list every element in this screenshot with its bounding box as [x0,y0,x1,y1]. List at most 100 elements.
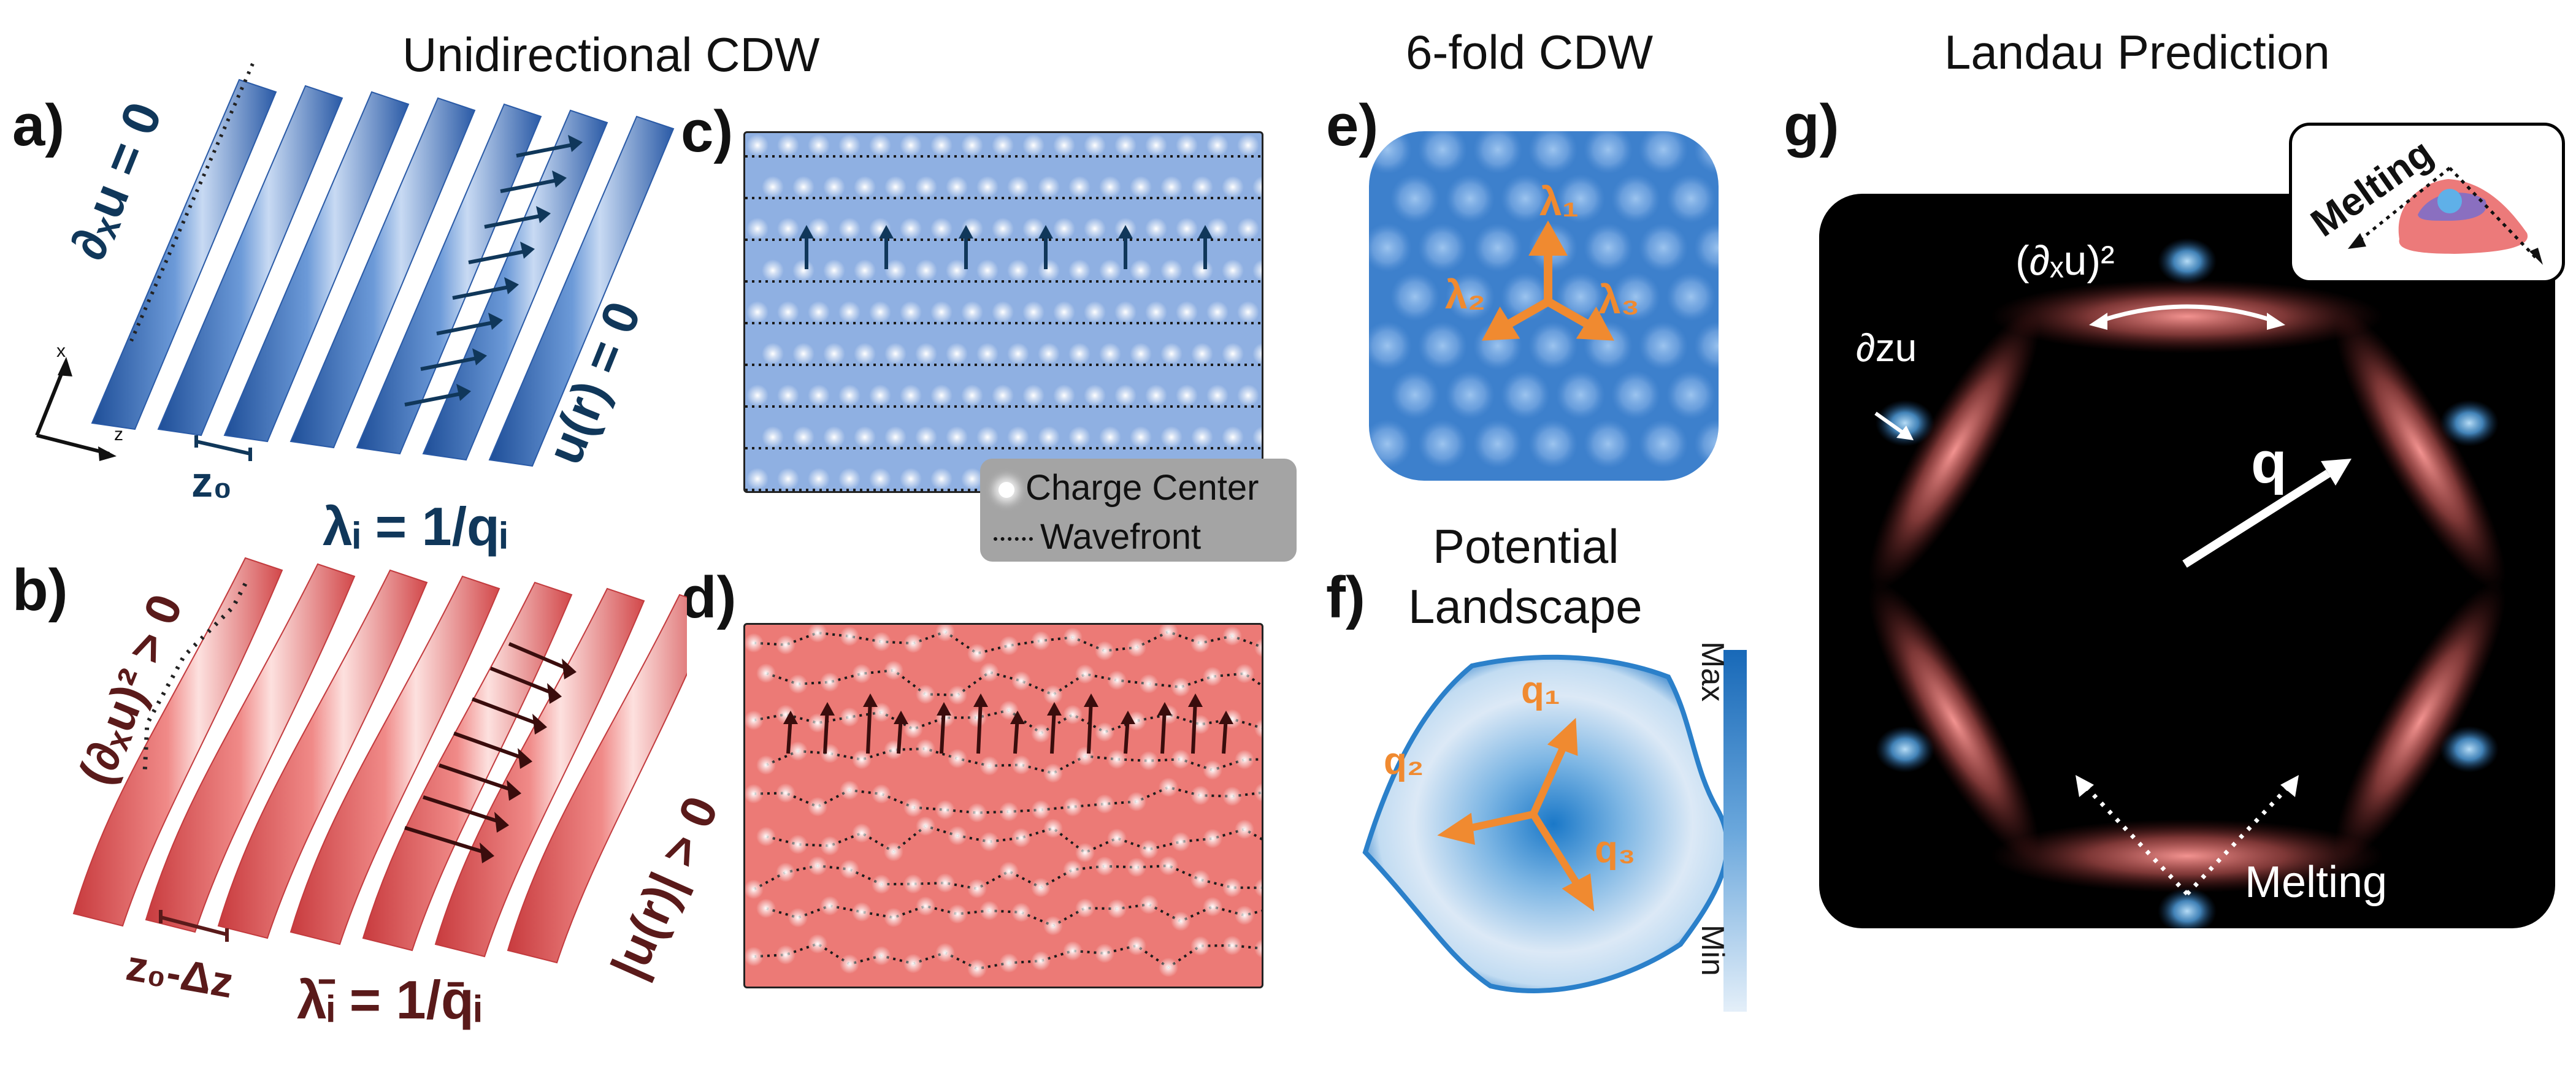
charge-center [903,797,923,817]
charge-center [746,301,769,323]
charge-center [854,343,876,365]
charge-center [792,176,815,198]
charge-center [992,301,1014,323]
charge-center [745,879,764,899]
red-lobe [1991,819,2383,893]
panel-f-q2: q₂ [1384,740,1424,782]
charge-center [1011,828,1031,848]
charge-center [1252,426,1262,448]
panel-e-maximum [1666,272,1715,321]
panel-e-pattern [1369,131,1719,481]
charge-center [823,426,845,448]
panel-e-maximum [1639,419,1688,468]
charge-center [792,426,815,448]
title-landau-prediction: Landau Prediction [1944,25,2330,79]
axis-x-label: x [56,341,66,361]
charge-center [746,218,769,240]
panel-a-surface [35,63,687,964]
charge-center [1139,674,1159,694]
red-lobe [1991,280,2383,353]
panel-e-maximum [1528,131,1577,174]
panel-b-arrowhead [518,748,532,769]
charge-center [1206,301,1229,323]
charge-center [788,907,808,928]
charge-center [1139,895,1159,915]
charge-center [1235,819,1254,839]
charge-center [777,134,799,156]
colorbar-max: Max [1695,641,1730,702]
panel-g-inset-drawing [2348,167,2543,265]
charge-center [1095,722,1114,742]
charge-center [1190,936,1210,956]
charge-center [1235,663,1254,684]
charge-center [1114,134,1137,156]
charge-center [1191,176,1213,198]
panel-e-maximum [1446,370,1495,419]
charge-center [1075,664,1095,684]
panel-e-maximum [1369,419,1412,468]
panel-b-arrow [489,666,553,695]
panel-a-arrowhead [472,348,487,365]
charge-center [1127,711,1146,731]
charge-center [1075,898,1095,918]
charge-center [1139,750,1159,771]
charge-center [1127,936,1146,956]
charge-center [838,384,861,407]
charge-center [820,672,840,692]
charge-center [1254,782,1262,802]
charge-center [1007,259,1029,281]
charge-center [946,259,968,281]
charge-center [823,259,845,281]
blue-peak [2440,400,2499,446]
charge-center [1203,828,1222,849]
panel-b-arrowhead [507,780,521,801]
charge-center [1011,671,1031,691]
panel-a-arrow [500,178,558,193]
charge-center [1206,384,1229,407]
charge-center [1222,176,1244,198]
charge-center [1053,301,1075,323]
charge-center [1235,749,1254,769]
panel-e-maximum [1369,223,1412,272]
charge-center [948,904,967,924]
charge-center [992,384,1014,407]
panel-d-arrowhead [937,702,951,716]
charge-center [1171,911,1190,931]
panel-d-arrowhead [1047,702,1062,716]
charge-center [884,343,907,365]
charge-center [838,134,861,156]
charge-center [935,873,955,893]
charge-center [946,343,968,365]
charge-center [1191,259,1213,281]
panel-e-maximum [1390,370,1439,419]
charge-center [967,958,987,979]
charge-center [979,901,999,921]
legend-box: Charge Center Wavefront [980,459,1297,562]
red-lobe [2334,311,2506,591]
charge-center [1145,301,1167,323]
panel-e-maximum [1446,174,1495,223]
panel-d-arrowhead [1010,711,1025,724]
panel-d-arrowhead [973,693,988,707]
charge-center [1031,877,1051,898]
charge-center [1075,746,1095,766]
charge-center [823,176,845,198]
charge-center [1063,705,1083,725]
charge-center [1237,384,1259,407]
panel-a-arrowhead [568,135,583,152]
charge-center [1007,176,1029,198]
charge-center [820,896,840,916]
panel-b-arrowhead [562,659,577,679]
charge-center [1038,343,1060,365]
charge-center [884,259,907,281]
panel-e-maximum [1390,272,1439,321]
charge-center [776,862,795,882]
charge-center [808,218,830,240]
charge-center [869,134,891,156]
charge-center [1254,719,1262,738]
panel-label-a: a) [12,93,65,158]
charge-center [792,259,815,281]
panel-d-wavefront [765,825,1262,854]
charge-center [900,218,922,240]
charge-center [1252,343,1262,365]
